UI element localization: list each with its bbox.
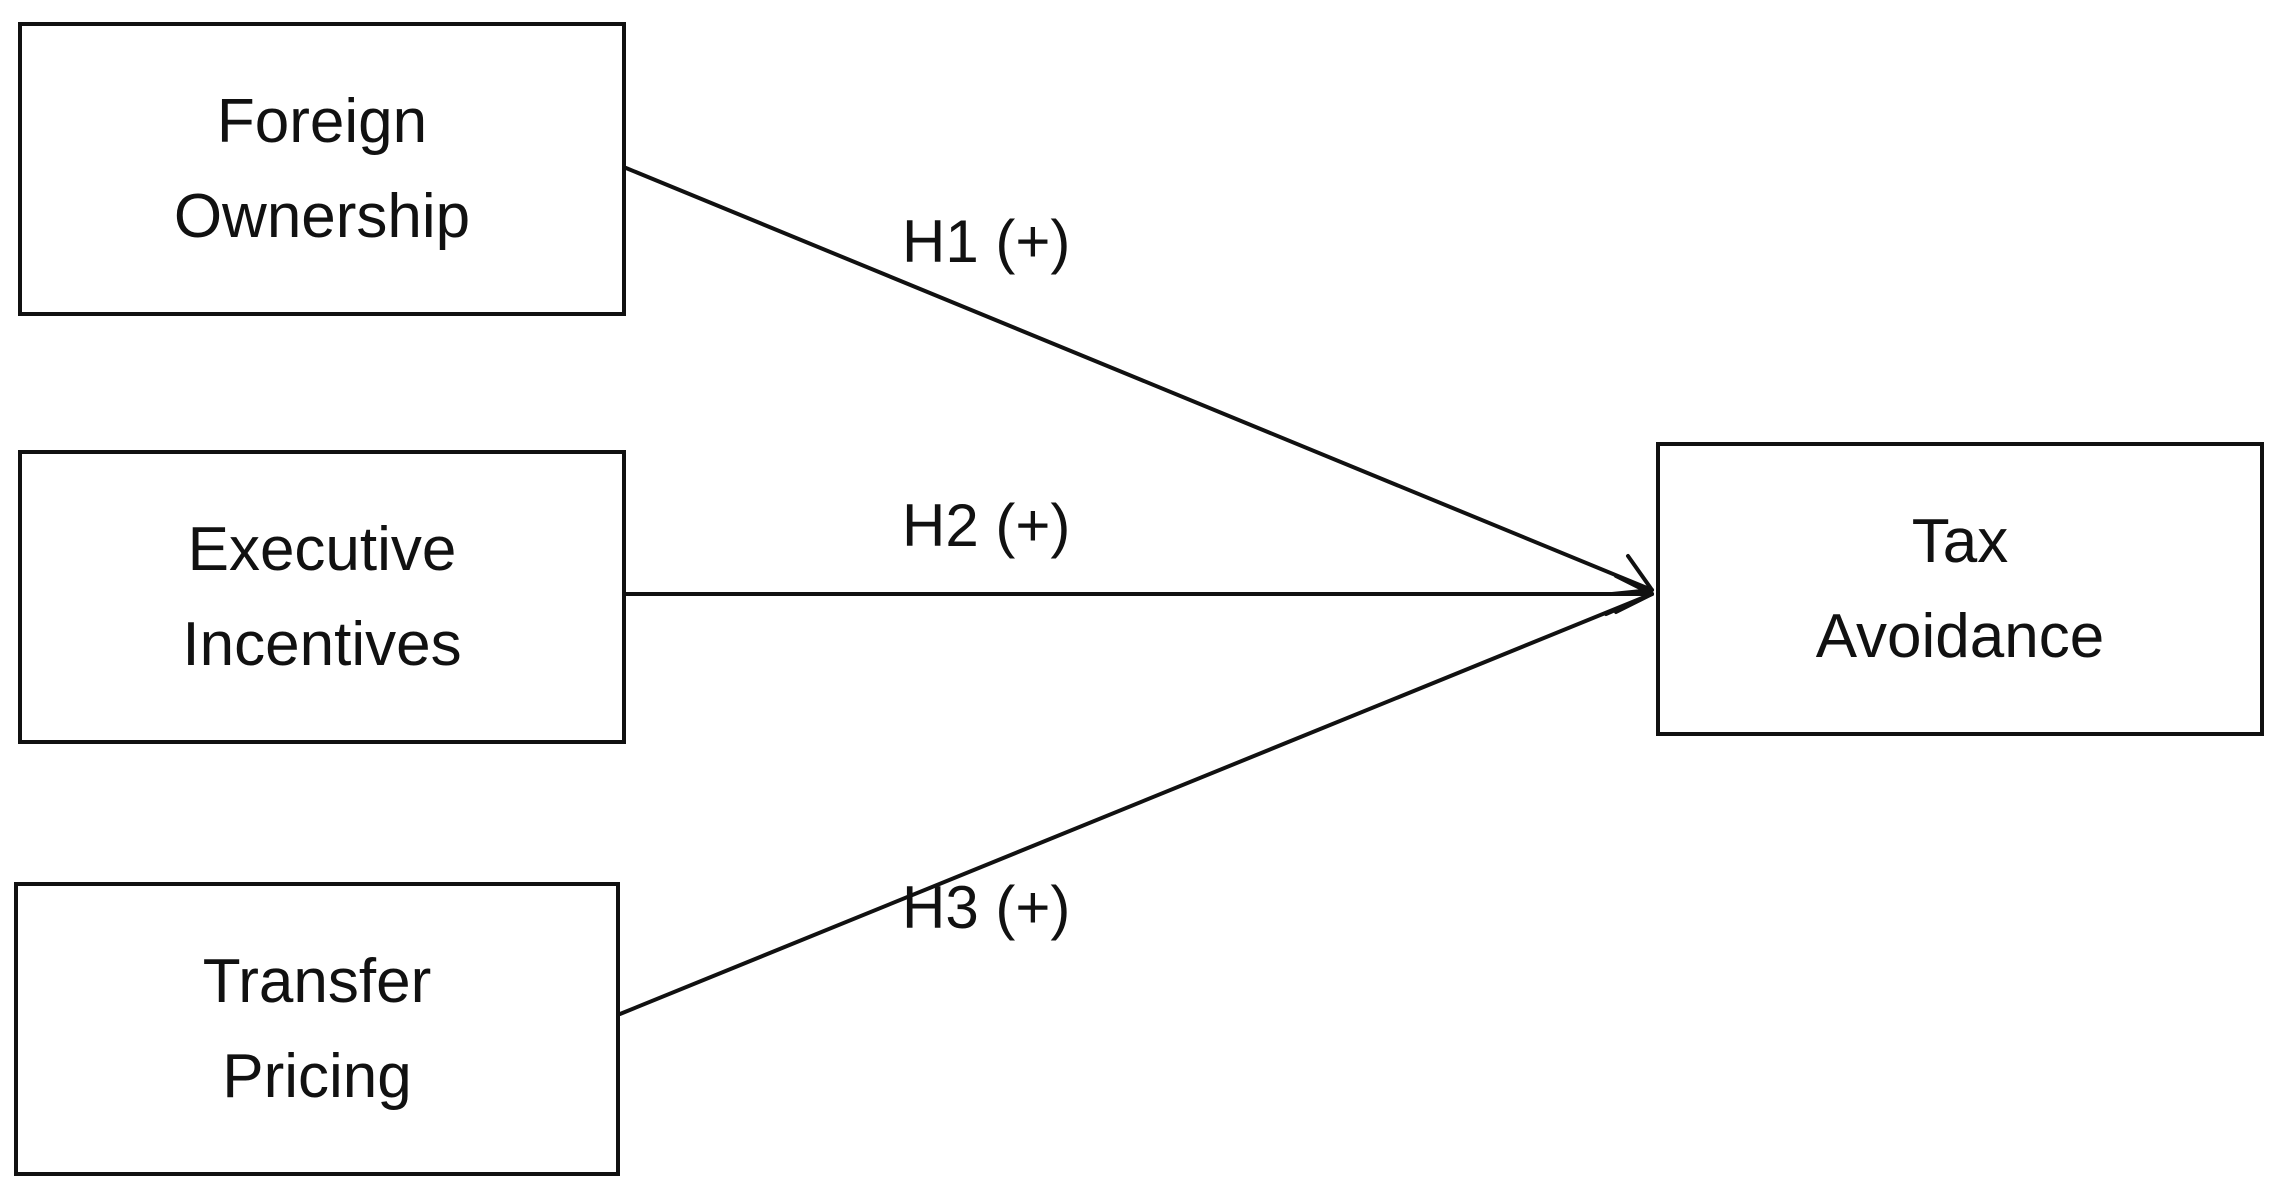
executive-incentives-box: Executive Incentives — [18, 450, 626, 744]
executive-incentives-label-line2: Incentives — [182, 610, 462, 679]
tax-avoidance-box: Tax Avoidance — [1656, 442, 2264, 736]
transfer-pricing-label-line2: Pricing — [222, 1042, 412, 1111]
hypothesis-h1-label: H1 (+) — [902, 208, 1071, 275]
executive-incentives-label-line1: Executive — [187, 515, 457, 584]
foreign-ownership-label-line2: Ownership — [173, 182, 471, 251]
hypothesis-h2-label: H2 (+) — [902, 492, 1071, 559]
foreign-ownership-label-line1: Foreign — [216, 87, 428, 156]
hypothesis-h3-label: H3 (+) — [902, 874, 1071, 941]
tax-avoidance-label-line2: Avoidance — [1815, 602, 2105, 671]
transfer-pricing-label-line1: Transfer — [202, 947, 432, 1016]
arrow-h1-line — [624, 166, 1654, 592]
arrow-h3-line — [618, 592, 1654, 1016]
foreign-ownership-box: Foreign Ownership — [18, 22, 626, 316]
transfer-pricing-box: Transfer Pricing — [14, 882, 620, 1176]
tax-avoidance-label-line1: Tax — [1911, 507, 2009, 576]
arrow-h3-head — [1604, 592, 1654, 616]
